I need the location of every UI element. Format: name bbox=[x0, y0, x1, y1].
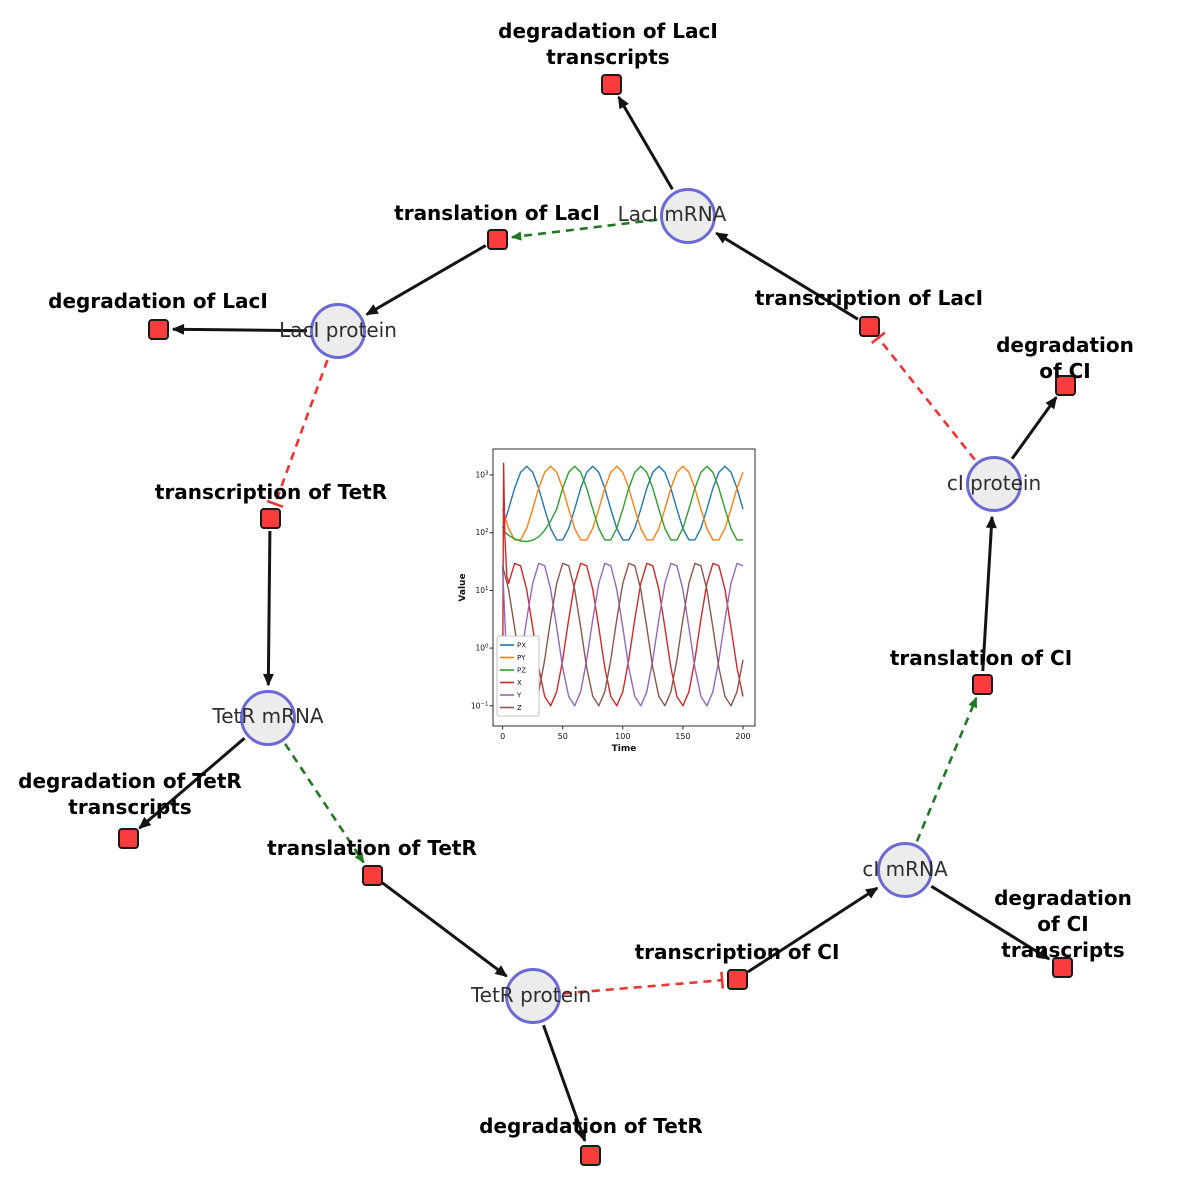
reaction-label-deg-ci-tx: degradation of CI transcripts bbox=[994, 886, 1132, 962]
legend-label-Z: Z bbox=[517, 704, 522, 712]
species-label-laci-mrna: LacI mRNA bbox=[617, 202, 727, 226]
series-PY bbox=[501, 465, 744, 541]
edge-laci-protein-deg-laci bbox=[171, 323, 308, 335]
x-tick-label: 200 bbox=[735, 732, 750, 741]
legend-label-PZ: PZ bbox=[517, 667, 526, 675]
y-axis-label: Value bbox=[458, 573, 468, 601]
series-Z bbox=[501, 562, 744, 707]
edge-laci-mrna-transl-laci bbox=[510, 218, 658, 241]
species-node-laci-mrna[interactable] bbox=[660, 188, 716, 244]
x-tick-label: 150 bbox=[675, 732, 690, 741]
reaction-node-transc-ci[interactable] bbox=[726, 968, 748, 990]
legend-box bbox=[496, 635, 540, 717]
edge-transl-ci-ci-protein bbox=[981, 515, 997, 672]
edge-transc-ci-ci-mrna bbox=[747, 886, 879, 974]
y-tick-label: 100 bbox=[475, 644, 489, 653]
species-label-ci-mrna: cI mRNA bbox=[862, 857, 948, 881]
reaction-label-deg-tetr-tx: degradation of TetR transcripts bbox=[18, 769, 242, 819]
reaction-node-transl-laci[interactable] bbox=[486, 228, 508, 250]
species-node-tetr-mrna[interactable] bbox=[240, 690, 296, 746]
reaction-label-deg-tetr: degradation of TetR bbox=[479, 1114, 703, 1138]
series-Y bbox=[501, 562, 744, 707]
reaction-node-transc-laci[interactable] bbox=[858, 315, 880, 337]
series-PZ bbox=[502, 465, 743, 543]
reaction-node-deg-laci-tx[interactable] bbox=[600, 73, 622, 95]
reaction-label-deg-laci: degradation of LacI bbox=[48, 289, 268, 313]
edge-ci-protein-deg-ci bbox=[1010, 396, 1058, 460]
x-tick-label: 100 bbox=[615, 732, 630, 741]
species-label-laci-protein: LacI protein bbox=[279, 318, 397, 342]
reaction-node-deg-tetr[interactable] bbox=[579, 1144, 601, 1166]
y-tick-label: 10−1 bbox=[471, 701, 489, 710]
reaction-label-deg-laci-tx: degradation of LacI transcripts bbox=[498, 19, 718, 69]
legend-label-PX: PX bbox=[517, 642, 526, 650]
x-tick-label: 50 bbox=[558, 732, 568, 741]
x-tick-label: 0 bbox=[500, 732, 505, 741]
edge-ci-mrna-deg-ci-tx bbox=[930, 885, 1051, 961]
reaction-label-deg-ci: degradation of CI bbox=[996, 333, 1134, 383]
reaction-node-transl-tetr[interactable] bbox=[361, 864, 383, 886]
edge-transc-tetr-tetr-mrna bbox=[262, 530, 274, 687]
reaction-label-transc-tetr: transcription of TetR bbox=[154, 480, 388, 504]
reaction-node-deg-laci[interactable] bbox=[147, 318, 169, 340]
reaction-node-deg-tetr-tx[interactable] bbox=[117, 827, 139, 849]
reaction-label-transc-laci: transcription of LacI bbox=[754, 286, 984, 310]
reaction-node-deg-ci-tx[interactable] bbox=[1051, 956, 1073, 978]
species-node-ci-mrna[interactable] bbox=[877, 842, 933, 898]
reaction-node-deg-ci[interactable] bbox=[1054, 374, 1076, 396]
species-label-ci-protein: cI protein bbox=[946, 471, 1042, 495]
edge-transc-laci-laci-mrna bbox=[715, 231, 859, 321]
species-node-laci-protein[interactable] bbox=[310, 303, 366, 359]
species-label-tetr-mrna: TetR mRNA bbox=[212, 704, 324, 728]
edge-transl-tetr-tetr-protein bbox=[381, 881, 508, 978]
reaction-label-transc-ci: transcription of CI bbox=[634, 940, 840, 964]
species-node-ci-protein[interactable] bbox=[966, 456, 1022, 512]
legend-label-PY: PY bbox=[517, 654, 526, 662]
edge-tetr-mrna-deg-tetr-tx bbox=[138, 737, 246, 830]
edge-ci-protein-transc-laci bbox=[870, 331, 976, 461]
legend-label-Y: Y bbox=[516, 692, 522, 700]
x-axis-label: Time bbox=[612, 744, 637, 754]
edge-tetr-protein-deg-tetr bbox=[542, 1024, 587, 1143]
edge-tetr-mrna-transl-tetr bbox=[284, 743, 365, 864]
edge-tetr-protein-transc-ci bbox=[563, 971, 725, 995]
series-PX bbox=[501, 465, 744, 541]
reaction-node-transc-tetr[interactable] bbox=[259, 507, 281, 529]
y-tick-label: 103 bbox=[475, 470, 489, 479]
reaction-label-transl-laci: translation of LacI bbox=[394, 201, 600, 225]
edge-laci-protein-transc-tetr bbox=[266, 359, 329, 509]
reaction-label-transl-tetr: translation of TetR bbox=[267, 836, 477, 860]
edge-ci-mrna-transl-ci bbox=[915, 696, 978, 842]
y-tick-label: 102 bbox=[475, 528, 488, 537]
edge-transl-laci-laci-protein bbox=[365, 244, 487, 316]
species-label-tetr-protein: TetR protein bbox=[470, 983, 592, 1007]
species-node-tetr-protein[interactable] bbox=[505, 968, 561, 1024]
reaction-label-transl-ci: translation of CI bbox=[889, 646, 1073, 670]
legend-label-X: X bbox=[517, 679, 522, 687]
reaction-node-transl-ci[interactable] bbox=[971, 673, 993, 695]
y-tick-label: 101 bbox=[475, 586, 488, 595]
edge-laci-mrna-deg-laci-tx bbox=[617, 95, 674, 190]
series-X bbox=[501, 462, 744, 707]
